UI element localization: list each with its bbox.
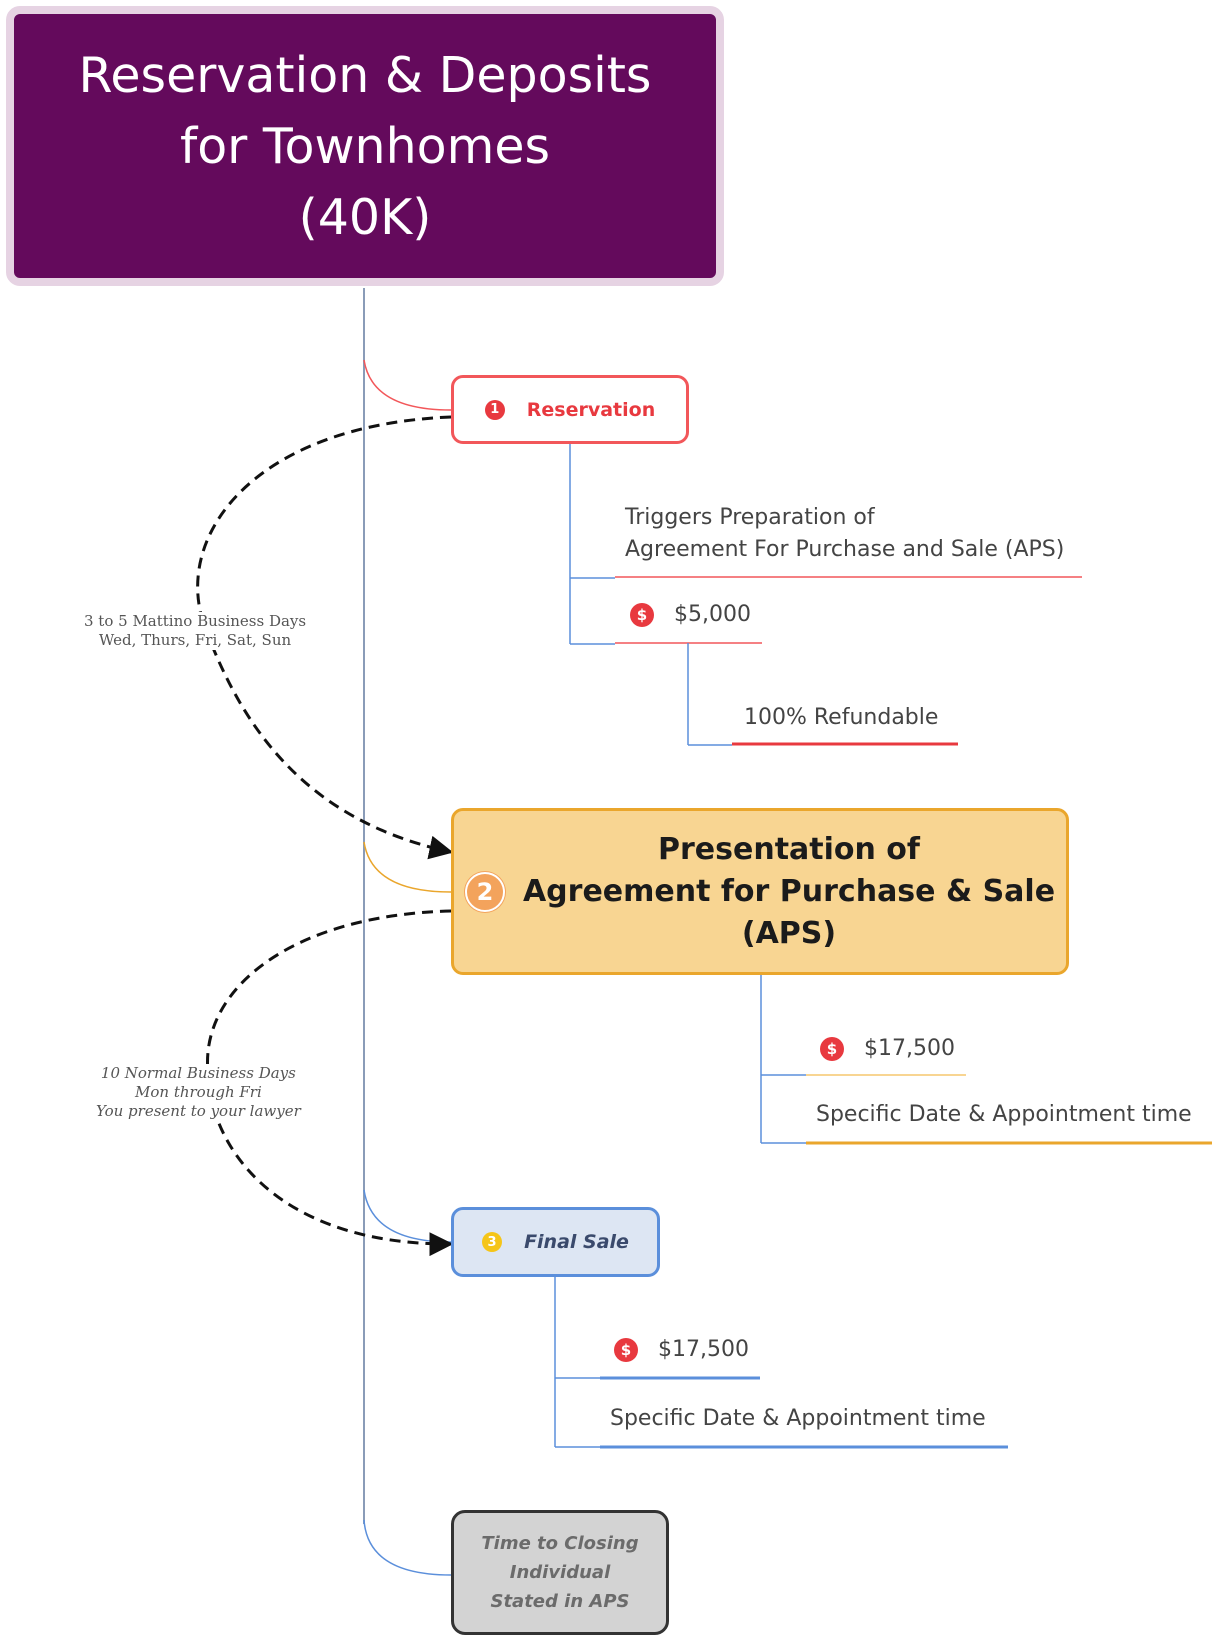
closing-line-3: Stated in APS [490,1591,630,1612]
title-line-1: Reservation & Deposits [78,46,652,104]
refundable-note: 100% Refundable [744,705,939,730]
presentation-node: 2 Presentation of Agreement for Purchase… [451,808,1069,975]
presentation-deposit-amount: $17,500 [864,1036,955,1061]
dollar-icon: $ [820,1036,844,1061]
branch-to-final-sale [363,1189,452,1243]
presentation-deposit: $ $17,500 [820,1036,955,1061]
reservation-deposit-amount: $5,000 [674,602,751,627]
branch-to-presentation [363,841,452,893]
presentation-line-2: Agreement for Purchase & Sale [522,873,1056,909]
title-line-2: for Townhomes [179,117,551,175]
final-sale-deposit: $ $17,500 [614,1337,749,1362]
reservation-label: Reservation [526,398,656,421]
dollar-icon: $ [614,1337,638,1362]
presentation-line-3: (APS) [741,915,837,951]
note1-line-1: 3 to 5 Mattino Business Days [84,612,307,630]
closing-node: Time to Closing Individual Stated in APS [451,1510,669,1635]
branch-to-reservation [363,359,452,411]
closing-line-2: Individual [509,1562,611,1583]
note2-line-1: 10 Normal Business Days [100,1064,296,1082]
title-line-3: (40K) [298,188,432,246]
reservation-to-aps-note: 3 to 5 Mattino Business Days Wed, Thurs,… [84,612,307,650]
final-sale-node: 3 Final Sale [451,1207,660,1277]
triggers-line-2: Agreement For Purchase and Sale (APS) [625,537,1065,562]
reservation-deposit: $ $5,000 [630,602,751,627]
triggers-line-1: Triggers Preparation of [625,505,875,530]
number-2-icon: 2 [464,871,505,912]
branch-to-closing [363,1519,452,1576]
final-sale-label: Final Sale [524,1231,629,1253]
presentation-line-1: Presentation of [658,831,920,867]
reservation-node: 1 Reservation [451,375,689,444]
note2-line-3: You present to your lawyer [96,1102,301,1120]
dollar-icon: $ [630,602,654,627]
note2-line-2: Mon through Fri [135,1083,262,1101]
note1-line-2: Wed, Thurs, Fri, Sat, Sun [98,631,292,649]
number-3-icon: 3 [482,1232,503,1252]
closing-line-1: Time to Closing [481,1533,639,1554]
final-sale-timing: Specific Date & Appointment time [610,1406,986,1431]
number-1-icon: 1 [484,399,505,420]
triggers-note: Triggers Preparation of Agreement For Pu… [625,502,1064,566]
aps-to-final-note: 10 Normal Business Days Mon through Fri … [96,1064,301,1121]
presentation-timing: Specific Date & Appointment time [816,1102,1192,1127]
final-sale-deposit-amount: $17,500 [658,1337,749,1362]
root-title-node: Reservation & Deposits for Townhomes (40… [6,6,724,286]
